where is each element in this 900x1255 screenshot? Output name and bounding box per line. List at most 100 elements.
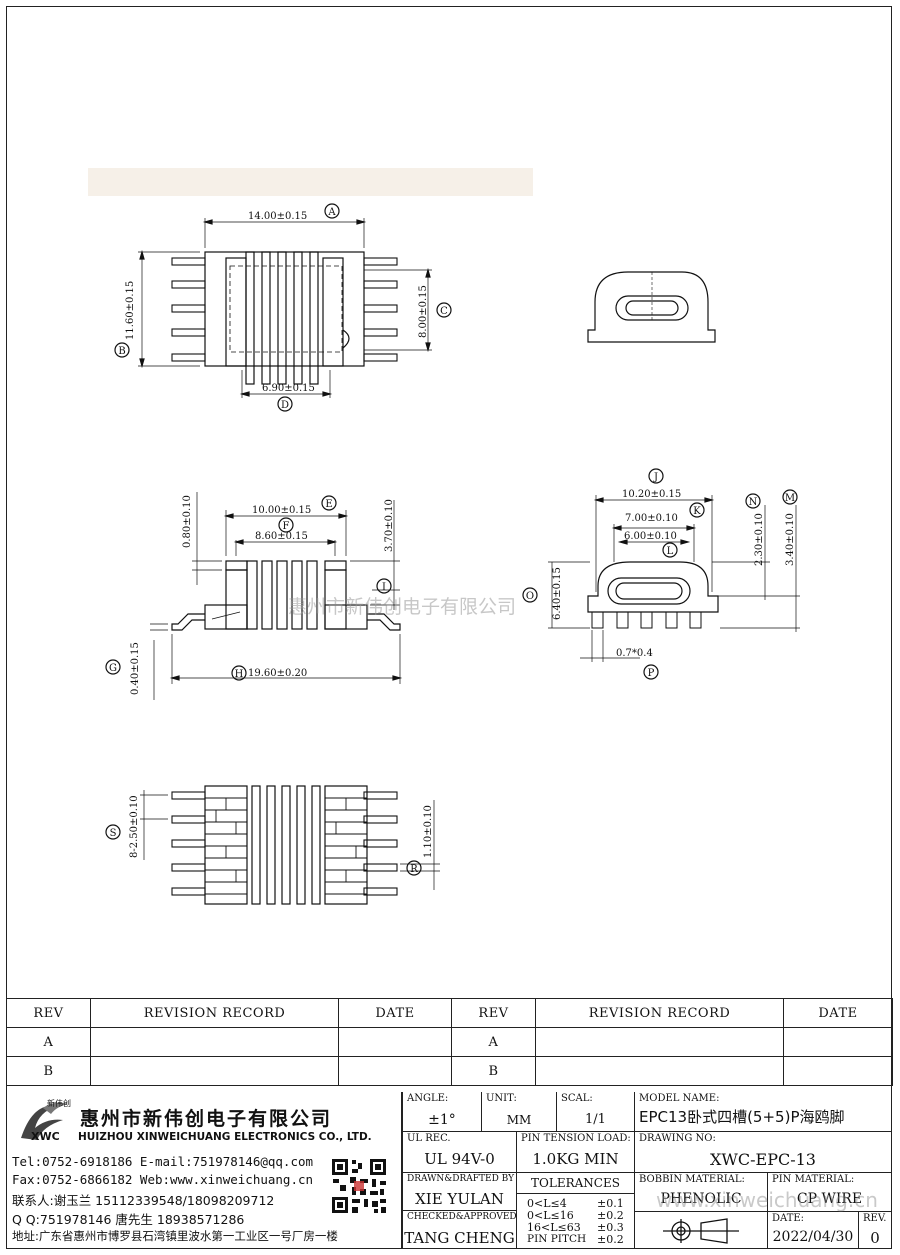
tol-value-4: ±0.2 <box>597 1233 624 1246</box>
bottom-view <box>140 785 440 905</box>
drawn-by-value: XIE YULAN <box>415 1190 504 1208</box>
company-logo-icon <box>21 1102 69 1140</box>
dim-r-text: 1.10±0.10 <box>423 805 434 858</box>
dim-e-text: 10.00±0.15 <box>252 505 311 516</box>
bubble-b: B <box>114 342 130 358</box>
unit-label: UNIT: <box>486 1093 517 1104</box>
top-view <box>138 218 432 398</box>
drawing-no-label: DRAWING NO: <box>639 1133 716 1144</box>
bubble-f: F <box>278 517 294 533</box>
dim-l-text: 6.00±0.10 <box>624 531 677 542</box>
revision-record-header: REVISION RECORD <box>90 998 339 1028</box>
revision-table: REV REVISION RECORD DATE REV REVISION RE… <box>6 998 893 1086</box>
svg-text:R: R <box>410 864 418 875</box>
scale-label: SCAL: <box>561 1093 593 1104</box>
ul-rec-cell: UL REC. UL 94V-0 <box>402 1131 517 1173</box>
dim-k-text: 7.00±0.10 <box>625 513 678 524</box>
tol-value-2: ±0.2 <box>597 1209 624 1222</box>
dim-370-text: 3.70±0.10 <box>384 499 395 552</box>
company-block: 新伟创 XWC <box>6 1092 402 1249</box>
tol-range-3: 16<L≤63 <box>527 1221 581 1234</box>
rev-cell: A <box>6 1027 91 1057</box>
svg-text:I: I <box>382 582 386 593</box>
dim-m-text: 3.40±0.10 <box>785 513 796 566</box>
bubble-p: P <box>643 664 659 680</box>
svg-text:G: G <box>109 663 117 674</box>
contact-qq: Q Q:751978146 唐先生 18938571286 <box>12 1212 245 1227</box>
background-band <box>88 168 533 196</box>
rev-cell: B <box>6 1056 91 1086</box>
rev-header: REV <box>6 998 91 1028</box>
checked-by-value: TANG CHENG <box>404 1229 515 1247</box>
logo-text: 新伟创 <box>47 1099 71 1108</box>
bubble-r: R <box>406 860 422 876</box>
revision-header-row: REV REVISION RECORD DATE REV REVISION RE… <box>6 998 893 1028</box>
pin-material-value: CP WIRE <box>796 1191 863 1207</box>
company-name-cn: 惠州市新伟创电子有限公司 <box>80 1108 333 1130</box>
tol-value-3: ±0.3 <box>597 1221 624 1234</box>
bubble-g: G <box>105 659 121 675</box>
svg-text:H: H <box>235 669 244 680</box>
svg-text:E: E <box>325 499 332 510</box>
record-cell <box>535 1027 784 1057</box>
checked-by-cell: CHECKED&APPROVED BY TANG CHENG <box>402 1210 517 1249</box>
rev-header: REV <box>451 998 536 1028</box>
bubble-s: S <box>105 824 121 840</box>
revision-record-header: REVISION RECORD <box>535 998 784 1028</box>
svg-text:O: O <box>526 591 534 602</box>
revision-row: A A <box>6 1027 893 1057</box>
tol-range-4: PIN PITCH <box>527 1233 587 1245</box>
date-value: 2022/04/30 <box>772 1229 854 1245</box>
dim-c-text: 8.00±0.15 <box>418 285 429 338</box>
drawing-no-value: XWC-EPC-13 <box>710 1150 816 1169</box>
bubble-h: H <box>231 665 247 681</box>
dim-b-text: 11.60±0.15 <box>125 281 136 340</box>
pin-tension-value: 1.0KG MIN <box>532 1150 619 1168</box>
svg-text:S: S <box>110 828 117 839</box>
record-cell <box>535 1056 784 1086</box>
pin-tension-cell: PIN TENSION LOAD: 1.0KG MIN <box>516 1131 635 1173</box>
scale-cell: SCAL: 1/1 <box>556 1092 635 1132</box>
projection-symbol-icon <box>663 1218 739 1244</box>
dim-080-text: 0.80±0.10 <box>182 495 193 548</box>
bobbin-material-label: BOBBIN MATERIAL: <box>639 1174 745 1185</box>
logo-abbr: XWC <box>31 1130 60 1143</box>
date-cell <box>338 1027 452 1057</box>
company-name-en: HUIZHOU XINWEICHUANG ELECTRONICS CO., LT… <box>78 1131 372 1143</box>
model-name-value: EPC13卧式四槽(5+5)P海鸥脚 <box>639 1108 845 1126</box>
bobbin-material-value: PHENOLIC <box>660 1191 742 1207</box>
date-cell: DATE: 2022/04/30 <box>767 1211 859 1249</box>
bubble-j: J <box>648 468 664 484</box>
record-cell <box>90 1027 339 1057</box>
projection-symbol-cell <box>634 1211 768 1249</box>
bubble-l: L <box>662 542 678 558</box>
svg-text:A: A <box>327 207 336 218</box>
dimension-bubbles: A B C D E F G H I J K L M N O P R S <box>105 203 798 876</box>
pin-material-label: PIN MATERIAL: <box>772 1174 855 1185</box>
svg-text:D: D <box>281 400 289 411</box>
rev-cell: A <box>451 1027 536 1057</box>
rev-label: REV. <box>863 1213 887 1224</box>
dim-g-text: 0.40±0.15 <box>130 642 141 695</box>
date-cell <box>783 1027 893 1057</box>
svg-text:J: J <box>653 472 658 483</box>
front-view <box>150 492 403 700</box>
contact-person: 联系人:谢玉兰 15112339548/18098209712 <box>12 1193 275 1208</box>
bubble-k: K <box>689 502 705 518</box>
dim-j-text: 10.20±0.15 <box>622 489 681 500</box>
dim-d-text: 6.90±0.15 <box>262 383 315 394</box>
dim-a-text: 14.00±0.15 <box>248 211 307 222</box>
tolerances-label: TOLERANCES <box>517 1173 634 1194</box>
scale-value: 1/1 <box>585 1112 606 1127</box>
drawn-by-cell: DRAWN&DRAFTED BY XIE YULAN <box>402 1172 517 1211</box>
record-cell <box>90 1056 339 1086</box>
dim-h-text: 19.60±0.20 <box>248 668 307 679</box>
svg-text:K: K <box>693 506 701 517</box>
angle-value: ±1° <box>428 1112 456 1128</box>
dim-n-text: 2.30±0.10 <box>754 513 765 566</box>
date-cell <box>338 1056 452 1086</box>
bubble-i: I <box>376 578 392 594</box>
end-view <box>587 271 716 343</box>
bubble-a: A <box>324 203 340 219</box>
svg-text:B: B <box>118 346 125 357</box>
